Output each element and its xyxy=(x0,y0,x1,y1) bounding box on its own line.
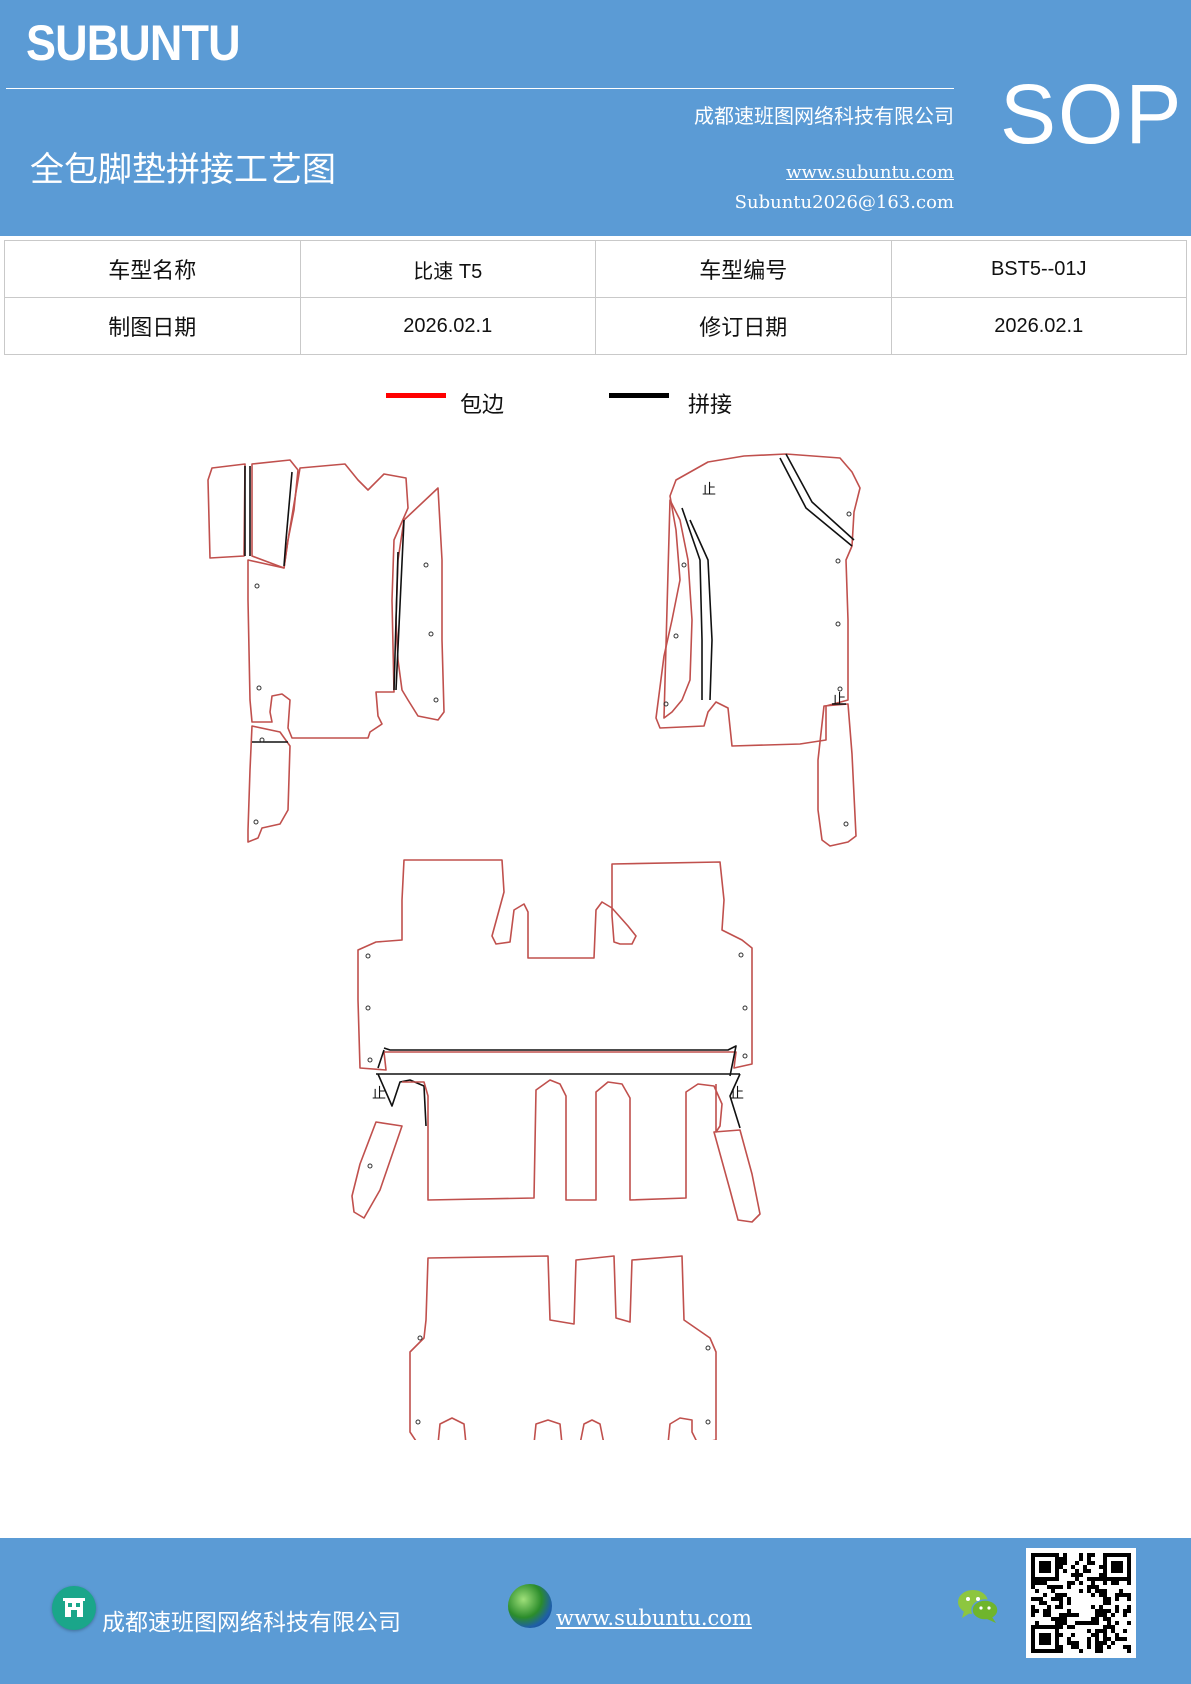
drawing-date-value: 2026.02.1 xyxy=(299,297,596,355)
vehicle-info-table: 车型名称 比速 T5 车型编号 BST5--01J 制图日期 2026.02.1… xyxy=(4,240,1187,355)
third-row-mat-outline xyxy=(409,1255,717,1440)
stop-mark: 止 xyxy=(372,1086,386,1102)
wechat-icon[interactable] xyxy=(956,1586,1002,1626)
mounting-hole xyxy=(663,701,669,707)
mounting-hole xyxy=(673,633,679,639)
mounting-hole xyxy=(705,1345,711,1351)
footer-company-name: 成都速班图网络科技有限公司 xyxy=(102,1610,401,1636)
driver-mat-outline xyxy=(247,463,409,739)
mounting-hole xyxy=(259,737,265,743)
mounting-hole xyxy=(423,562,429,568)
driver-mat-outline xyxy=(247,725,291,843)
revision-date-label: 修订日期 xyxy=(595,297,892,355)
table-row: 制图日期 2026.02.1 修订日期 2026.02.1 xyxy=(4,297,1187,355)
mounting-hole xyxy=(417,1335,423,1341)
table-row: 车型名称 比速 T5 车型编号 BST5--01J xyxy=(4,240,1187,298)
qr-code-icon xyxy=(1026,1548,1136,1658)
passenger-mat-outline xyxy=(817,703,857,847)
mounting-hole xyxy=(256,685,262,691)
passenger-mat: 止 止 xyxy=(655,453,861,847)
building-icon xyxy=(52,1586,96,1630)
second-row-mat-outline xyxy=(713,1129,761,1223)
mounting-hole xyxy=(428,631,434,637)
model-name-label: 车型名称 xyxy=(4,240,301,298)
second-row-mat-seam xyxy=(376,1045,741,1129)
mounting-hole xyxy=(365,953,371,959)
mounting-hole xyxy=(835,621,841,627)
mounting-hole xyxy=(835,558,841,564)
mounting-hole xyxy=(367,1163,373,1169)
header-divider xyxy=(6,88,954,89)
mounting-hole xyxy=(415,1419,421,1425)
driver-mat-seam xyxy=(244,466,405,743)
legend-edge-label: 包边 xyxy=(460,393,505,418)
third-row-mat xyxy=(409,1255,717,1440)
header-website-link[interactable]: www.subuntu.com xyxy=(786,162,954,183)
drawing-date-label: 制图日期 xyxy=(4,297,301,355)
model-code-value: BST5--01J xyxy=(890,240,1187,298)
header-email: Subuntu2026@163.com xyxy=(734,192,954,213)
passenger-mat-outline xyxy=(663,499,693,719)
driver-mat-outline xyxy=(207,463,246,559)
doc-type-label: SOP xyxy=(1000,67,1184,161)
legend-seam-swatch xyxy=(609,393,669,398)
stop-mark: 止 xyxy=(702,482,716,498)
mounting-hole xyxy=(253,819,259,825)
page-title: 全包脚垫拼接工艺图 xyxy=(30,150,336,190)
mounting-hole xyxy=(742,1053,748,1059)
mounting-hole xyxy=(843,821,849,827)
second-row-mat-outline xyxy=(357,859,753,1071)
floor-mat-diagram: 止 止 止 止 xyxy=(207,453,861,1440)
header-banner xyxy=(0,0,1191,236)
second-row-mat-outline xyxy=(402,1079,723,1201)
mounting-hole xyxy=(365,1005,371,1011)
footer-website-link[interactable]: www.subuntu.com xyxy=(556,1606,752,1630)
second-row-mat-outline xyxy=(351,1121,403,1219)
revision-date-value: 2026.02.1 xyxy=(890,297,1187,355)
driver-mat xyxy=(207,459,445,843)
mounting-hole xyxy=(433,697,439,703)
stop-mark: 止 xyxy=(832,692,846,708)
globe-icon xyxy=(508,1584,552,1628)
mounting-hole xyxy=(837,686,843,692)
legend-edge-swatch xyxy=(386,393,446,398)
mounting-hole xyxy=(681,562,687,568)
model-name-value: 比速 T5 xyxy=(299,240,596,298)
passenger-mat-seam xyxy=(681,453,855,705)
passenger-mat-outline xyxy=(655,453,861,747)
model-code-label: 车型编号 xyxy=(595,240,892,298)
mounting-hole xyxy=(846,511,852,517)
header-company-name: 成都速班图网络科技有限公司 xyxy=(694,104,954,128)
brand-logo: SUBUNTU xyxy=(26,15,241,71)
mounting-hole xyxy=(738,952,744,958)
mounting-hole xyxy=(705,1419,711,1425)
stop-mark: 止 xyxy=(730,1086,744,1102)
legend-seam-label: 拼接 xyxy=(688,393,733,418)
mounting-hole xyxy=(254,583,260,589)
second-row-mat: 止 止 xyxy=(351,859,761,1223)
mounting-hole xyxy=(742,1005,748,1011)
mounting-hole xyxy=(367,1057,373,1063)
